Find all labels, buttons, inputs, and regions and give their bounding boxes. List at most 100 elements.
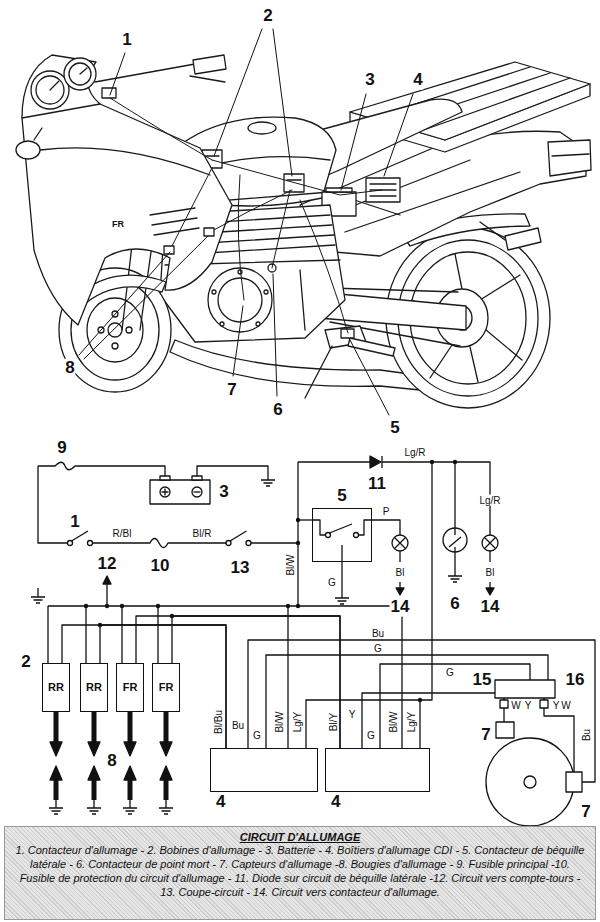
callout-number: 10 <box>150 557 171 576</box>
wire <box>31 456 595 826</box>
ignition-switch-symbol <box>72 531 89 541</box>
mirror <box>16 128 42 159</box>
tail-cowl <box>330 160 520 232</box>
caption-text: 1. Contacteur d'allumage - 2. Bobines d'… <box>11 844 589 899</box>
wire-color-label: Bl <box>395 567 406 578</box>
caption-title: CIRCUIT D'ALLUMAGE <box>11 830 589 844</box>
wire-color-label: Bl/Bu <box>213 709 224 735</box>
wire-color-label: Bu <box>581 728 592 742</box>
callout-number: 14 <box>480 598 501 617</box>
engine <box>218 278 262 322</box>
callout-number: 7 <box>226 381 237 400</box>
wire-color-label: Y <box>524 700 533 711</box>
wire-color-label: Lg/R <box>478 495 501 506</box>
cdi-units <box>366 178 400 202</box>
leader-line <box>79 29 413 415</box>
callout-number: 3 <box>218 483 229 502</box>
callout-number: 16 <box>565 671 586 690</box>
wire-color-label: Lg/Y <box>406 711 417 734</box>
ignition-coil-box: RR <box>42 663 70 712</box>
power-wire <box>48 462 402 606</box>
windscreen <box>22 55 100 118</box>
sidestand-switch-symbol <box>312 520 400 604</box>
spark-plugs <box>49 712 63 814</box>
instrument-gauges <box>31 58 96 109</box>
spark-plugs <box>87 712 101 814</box>
neutral-switch-symbol <box>448 576 462 582</box>
diode-symbol <box>454 462 455 528</box>
wire-color-label: Bu <box>231 720 245 731</box>
diode-symbol <box>298 461 370 462</box>
cdi-wire <box>401 606 402 748</box>
coil-ground <box>37 588 38 597</box>
ignition-coil-box: FR <box>116 663 144 712</box>
spark-plug-caps <box>204 228 214 236</box>
wire-color-label: Bl/W <box>388 710 399 733</box>
lamp-symbol <box>396 588 404 595</box>
wire-color-label: Bu <box>371 628 385 639</box>
callout-number: 12 <box>97 555 118 574</box>
wiring-harness <box>110 98 382 333</box>
engine <box>256 322 260 326</box>
wire-color-label: Bl/W <box>285 553 296 576</box>
cdi-wire <box>248 462 595 782</box>
pickup-rotor <box>566 772 582 792</box>
wire-color-label: Y <box>348 709 357 720</box>
mirror <box>34 128 42 140</box>
wiring-harness <box>110 98 382 333</box>
wire-color-label: Bl/R <box>192 528 213 539</box>
callout-number: 8 <box>64 359 75 378</box>
cdi-units <box>366 178 400 202</box>
lamp-symbol <box>395 538 406 591</box>
junction-dot <box>84 604 88 608</box>
handlebar <box>102 88 116 98</box>
diode-symbol <box>382 462 490 535</box>
leader-line <box>341 94 366 190</box>
mirror <box>16 141 40 159</box>
pickup-rotor <box>524 776 536 788</box>
rear-turn-signal <box>505 228 541 250</box>
leader-line <box>350 340 389 415</box>
instrument-gauges <box>50 68 87 90</box>
leader-line <box>110 53 125 95</box>
handlebar <box>190 76 225 82</box>
node-label: FR <box>123 681 138 693</box>
ignition-coil-box: FR <box>152 663 180 712</box>
sidestand-switch-symbol <box>330 524 353 533</box>
callout-number: 9 <box>56 439 67 458</box>
pickup-connector <box>503 708 504 722</box>
lamp-symbol <box>486 588 494 595</box>
wire-color-label: G <box>252 730 262 741</box>
wire-color-label: W <box>510 700 521 711</box>
windscreen <box>22 55 100 118</box>
cdi-unit-box: 4 <box>210 748 318 792</box>
power-wire <box>48 462 402 663</box>
callout-number: 4 <box>412 71 423 90</box>
leader-line <box>273 274 277 396</box>
footpeg-sidestand <box>305 346 332 398</box>
wire-color-label: W <box>560 700 571 711</box>
pickup-connector <box>495 680 555 698</box>
diode-symbol <box>370 456 381 468</box>
battery-symbol <box>150 480 210 504</box>
motorcycle-drawing <box>16 29 591 415</box>
rear-turn-signal <box>480 222 505 240</box>
main-fuse-circuit <box>261 480 275 486</box>
power-wire <box>48 606 158 663</box>
ignition-coils <box>205 156 301 180</box>
wire-color-label: G <box>366 730 376 741</box>
cdi-wire <box>266 655 548 748</box>
wire-color-label: G <box>373 643 383 654</box>
kill-switch-symbol <box>230 531 247 541</box>
node-label: 4 <box>215 793 226 812</box>
callout-number: 8 <box>106 752 117 771</box>
node-label: RR <box>86 681 102 693</box>
sidestand-switch-box: 5 <box>312 508 372 562</box>
wire-connector <box>136 616 340 748</box>
kill-switch-symbol <box>251 542 298 543</box>
sidestand-switch-symbol <box>312 520 326 535</box>
pickup-rotor <box>486 722 582 826</box>
battery-symbol <box>194 491 201 492</box>
battery-symbol <box>162 489 169 496</box>
